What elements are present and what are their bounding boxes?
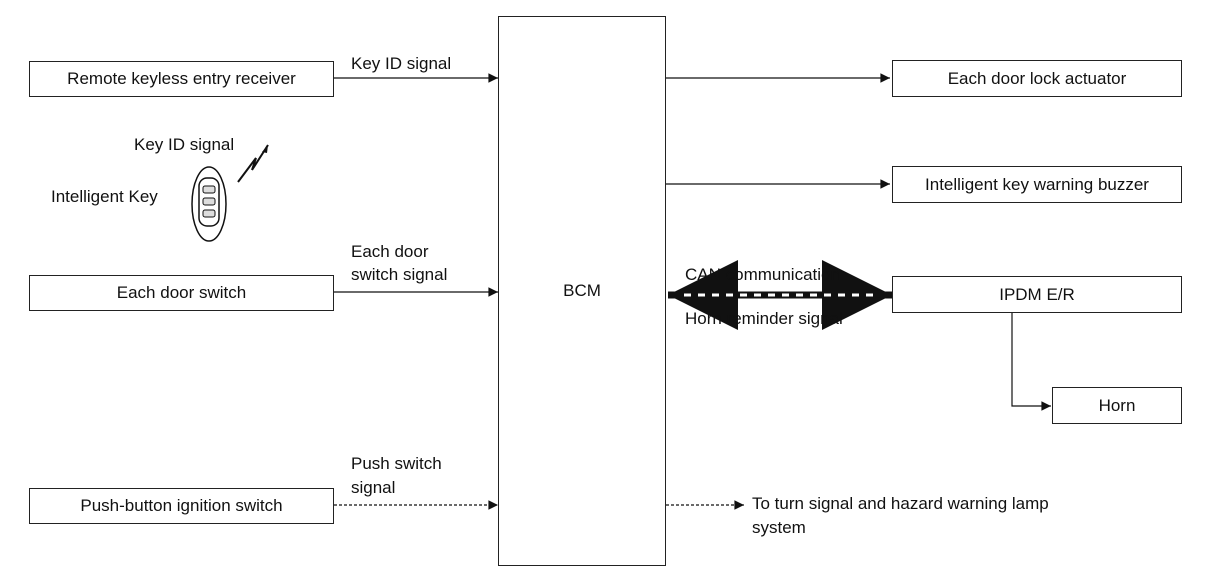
door-lock-actuator-box: Each door lock actuator: [892, 60, 1182, 97]
bcm-block: BCM: [498, 16, 666, 566]
horn-reminder-signal-label: Horn reminder signal: [685, 309, 843, 328]
horn-label: Horn: [1098, 395, 1136, 415]
push-switch-signal-label-1: Push switch: [351, 454, 442, 473]
warning-buzzer-box: Intelligent key warning buzzer: [892, 166, 1182, 203]
turn-signal-label-1: To turn signal and hazard warning lamp: [752, 494, 1049, 513]
door-switch-box: Each door switch: [29, 275, 334, 311]
ipdm-box: IPDM E/R: [892, 276, 1182, 313]
door-switch-label: Each door switch: [116, 283, 247, 302]
intelligent-key-label: Intelligent Key: [51, 187, 158, 206]
remote-keyless-receiver-label: Remote keyless entry receiver: [67, 69, 296, 88]
push-switch-signal-label-2: signal: [351, 478, 396, 497]
door-switch-signal-label-1: Each door: [351, 242, 429, 261]
key-id-signal-key-label: Key ID signal: [134, 135, 235, 154]
push-button-switch-label: Push-button ignition switch: [80, 496, 283, 515]
door-switch-signal-label-2: switch signal: [351, 265, 448, 284]
door-lock-actuator-label: Each door lock actuator: [947, 68, 1127, 88]
bcm-label: BCM: [563, 281, 601, 300]
ipdm-horn-arrow: [1011, 313, 1051, 411]
intelligent-key-icon: [191, 166, 227, 242]
key-id-signal-label: Key ID signal: [351, 54, 452, 73]
push-button-switch-box: Push-button ignition switch: [29, 488, 334, 524]
can-communication-label: CAN communication: [685, 265, 840, 284]
remote-keyless-receiver-box: Remote keyless entry receiver: [29, 61, 334, 97]
warning-buzzer-label: Intelligent key warning buzzer: [925, 174, 1149, 194]
wireless-signal-icon: [237, 144, 269, 183]
turn-signal-label-2: system: [752, 518, 806, 537]
horn-box: Horn: [1052, 387, 1182, 424]
ipdm-label: IPDM E/R: [999, 284, 1075, 304]
